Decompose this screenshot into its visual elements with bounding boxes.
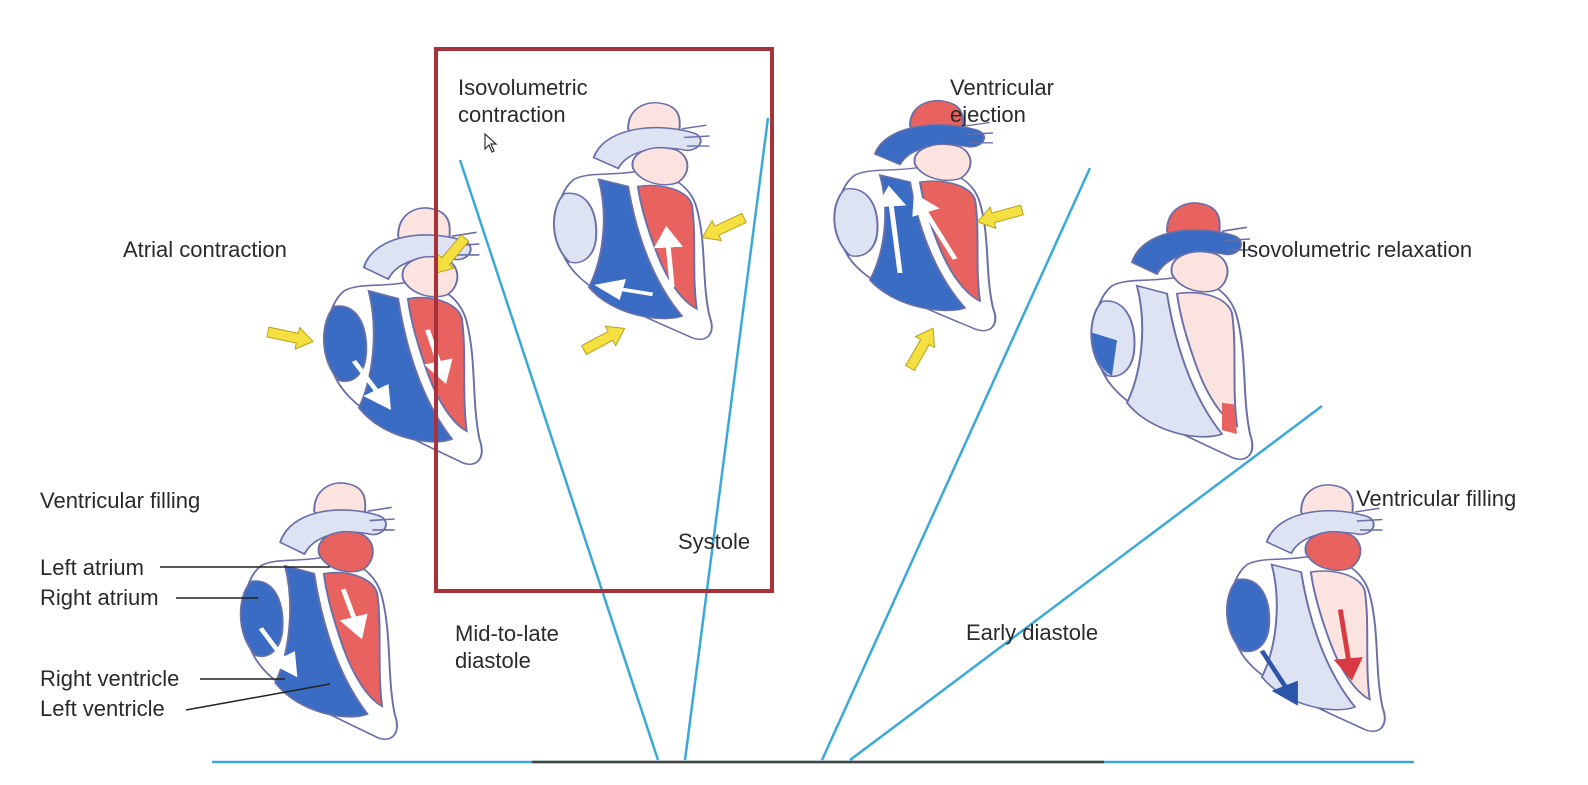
label-right-ventricle: Right ventricle — [40, 666, 180, 691]
label-isovolumetric-relaxation: Isovolumetric relaxation — [1241, 237, 1473, 262]
label-systole: Systole — [678, 529, 751, 554]
yellow-arrow-icon — [265, 320, 316, 353]
yellow-arrow-icon — [697, 207, 750, 248]
yellow-arrow-icon — [578, 318, 631, 361]
yellow-arrow-icon — [899, 322, 944, 374]
label-early-diastole: Early diastole — [966, 620, 1099, 645]
heart-ventricular-ejection — [833, 99, 997, 332]
label-ventricular-filling-left: Ventricular filling — [40, 488, 201, 513]
mouse-pointer-icon — [484, 133, 498, 153]
label-ventricular-filling-right: Ventricular filling — [1356, 486, 1517, 511]
heart-ventricular-filling-right — [1225, 483, 1386, 733]
label-line: ejection — [950, 102, 1026, 127]
label-atrial-contraction: Atrial contraction — [123, 237, 287, 262]
label-left-ventricle: Left ventricle — [40, 696, 165, 721]
label-line: diastole — [455, 648, 531, 673]
label-line: contraction — [458, 102, 566, 127]
label-line: Isovolumetric — [458, 75, 588, 100]
label-left-atrium: Left atrium — [40, 555, 144, 580]
label-line: Ventricular — [950, 75, 1054, 100]
phase-line-1 — [458, 159, 660, 761]
phase-line-3 — [820, 167, 1092, 761]
label-mid-to-late-diastole: Mid-to-late diastole — [455, 620, 559, 674]
heart-isovolumetric-relaxation — [1090, 201, 1254, 461]
label-line: Mid-to-late — [455, 621, 559, 646]
label-right-atrium: Right atrium — [40, 585, 159, 610]
label-ventricular-ejection: Ventricular ejection — [950, 74, 1054, 128]
heart-isovolumetric-contraction — [552, 101, 713, 341]
label-isovolumetric-contraction: Isovolumetric contraction — [458, 74, 588, 128]
phase-line-2 — [683, 117, 770, 761]
phase-line-4 — [849, 405, 1323, 761]
heart-ventricular-filling-left — [239, 481, 398, 741]
leader-left-ventricle — [185, 683, 331, 711]
